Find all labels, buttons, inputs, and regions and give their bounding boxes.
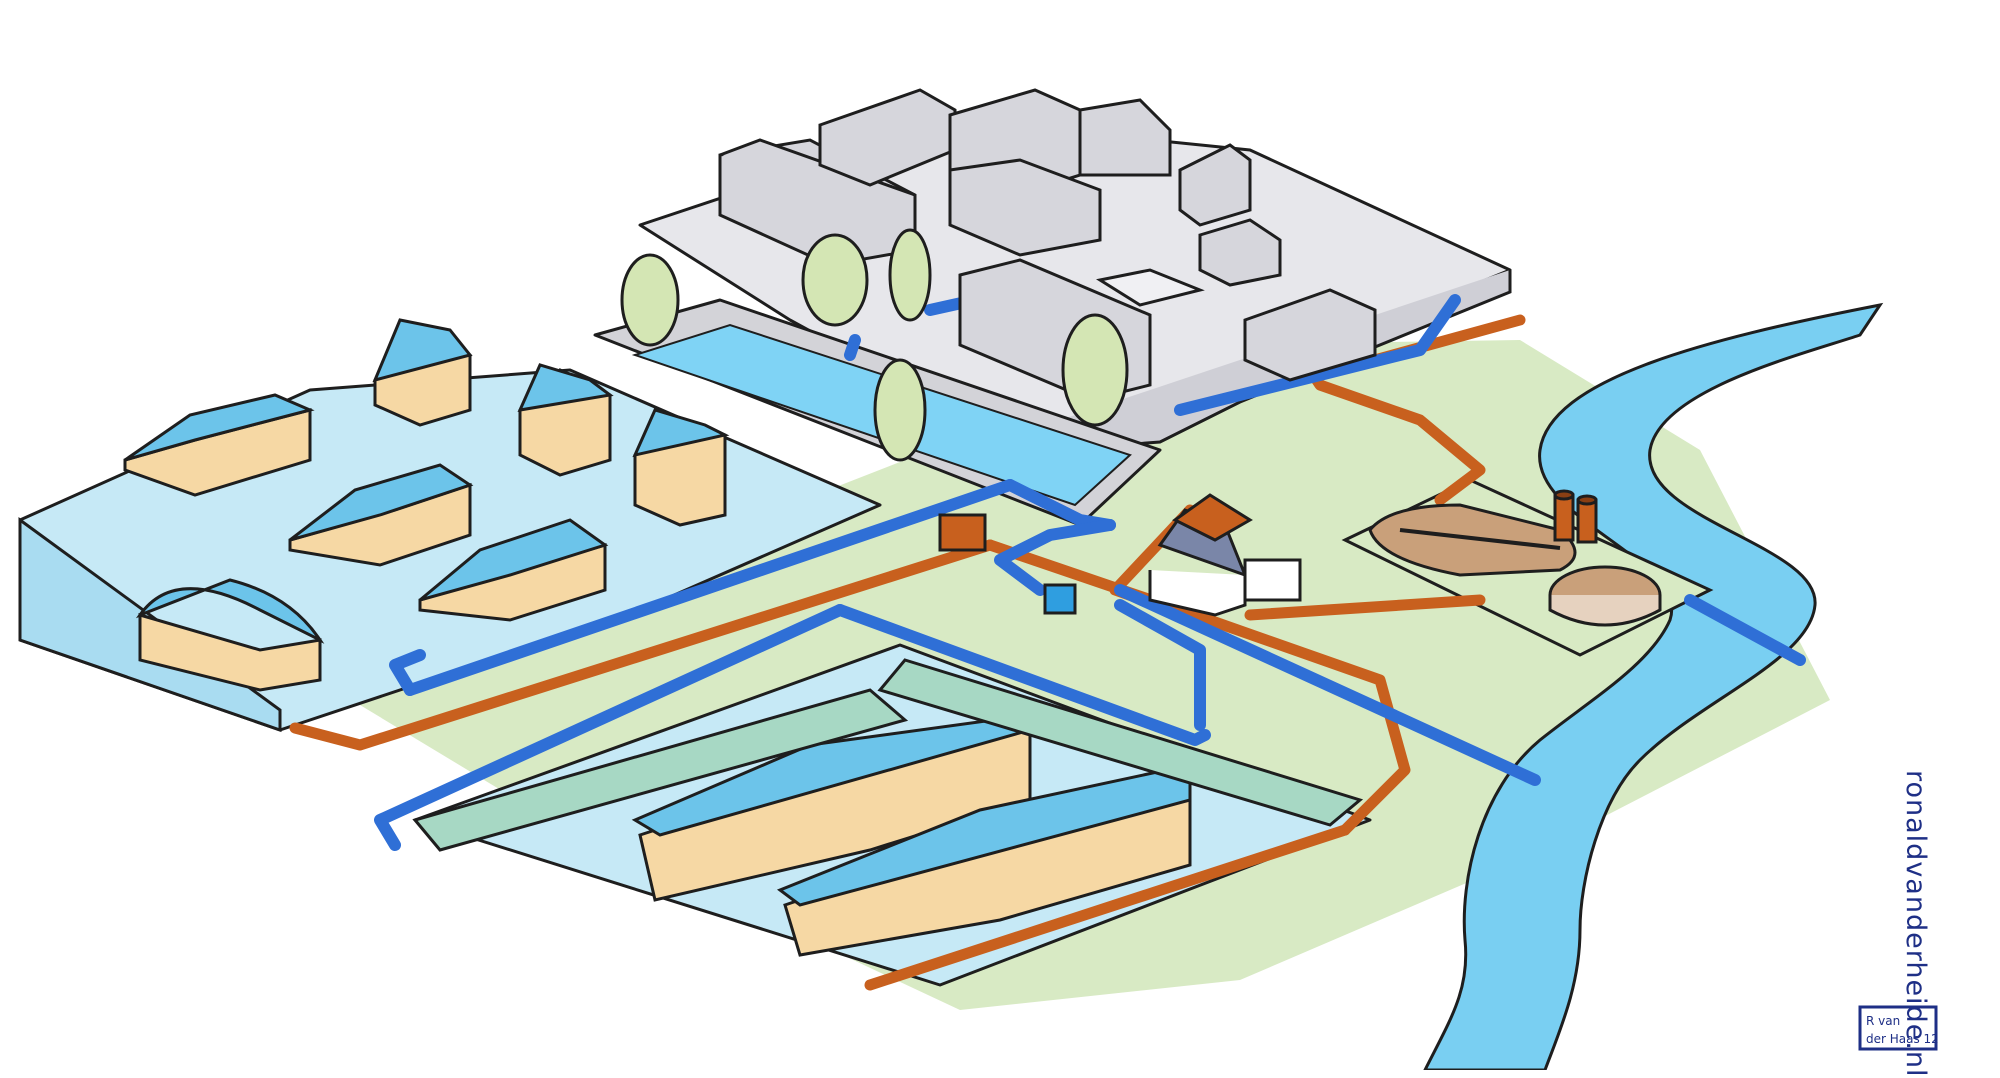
clean-water-pipes (374, 284, 1806, 851)
trees (620, 228, 1129, 462)
canals (412, 658, 1364, 852)
signature-line-2: der Haas 12 (1866, 1032, 1938, 1046)
artist-signature-stamp: R van der Haas 12 (1858, 1005, 1939, 1051)
pump-house (1148, 493, 1302, 617)
pumping-station-icon (938, 513, 987, 552)
treatment-plant-icon (1368, 489, 1662, 627)
artist-website-credit: ronaldvanderheide.nl (1900, 770, 1931, 1078)
residential-houses (123, 318, 730, 692)
signature-line-1: R van (1866, 1014, 1900, 1028)
water-pump-box (1043, 583, 1077, 615)
signature-stamp-icon: R van der Haas 12 (1858, 1005, 1939, 1051)
barns (631, 713, 1192, 957)
